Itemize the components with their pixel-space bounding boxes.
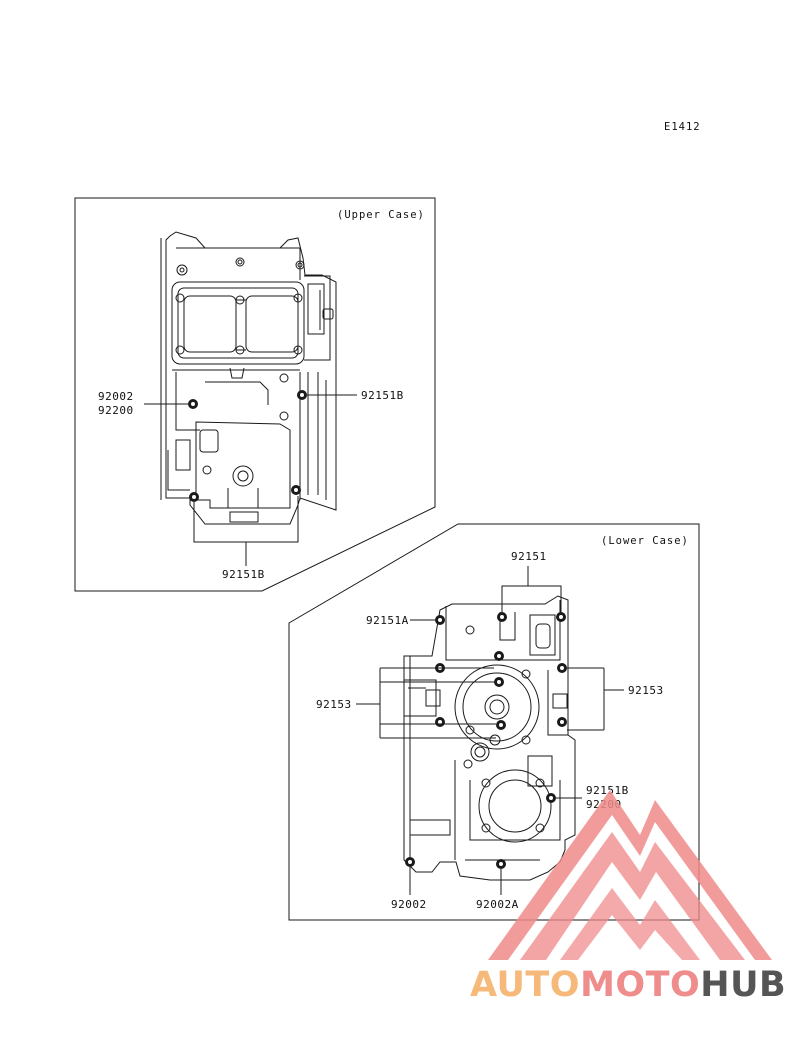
lower-case-panel: (Lower Case) — [288, 523, 700, 921]
watermark-hub: HUB — [700, 965, 787, 1005]
lower-panel-frame — [288, 523, 700, 921]
upper-leader-lines — [144, 394, 357, 566]
lower-leader-lines — [356, 566, 624, 895]
watermark-text: AUTOMOTOHUB — [470, 962, 792, 1008]
upper-case-title: (Upper Case) — [337, 209, 425, 221]
upper-crankcase-drawing — [160, 231, 337, 525]
lower-label-92002: 92002 — [391, 898, 427, 911]
upper-label-92200: 92200 — [98, 404, 134, 417]
watermark-logo — [488, 790, 772, 960]
watermark-auto: AUTO — [470, 965, 581, 1005]
lower-label-92151b: 92151B — [586, 784, 629, 797]
upper-label-92151b-right: 92151B — [361, 389, 404, 402]
upper-label-92151b-bottom: 92151B — [222, 568, 265, 581]
lower-label-92153-right: 92153 — [628, 684, 664, 697]
upper-label-92002: 92002 — [98, 390, 134, 403]
lower-label-92151a: 92151A — [366, 614, 409, 627]
lower-label-92151: 92151 — [511, 550, 547, 563]
lower-label-92153-left: 92153 — [316, 698, 352, 711]
upper-panel-frame — [74, 197, 436, 592]
lower-label-92002a: 92002A — [476, 898, 519, 911]
upper-case-panel: (Upper Case) — [74, 197, 436, 592]
watermark-moto: MOTO — [580, 965, 701, 1005]
lower-case-title: (Lower Case) — [601, 535, 689, 547]
diagram-id: E1412 — [664, 121, 701, 133]
lower-crankcase-drawing — [403, 595, 576, 881]
